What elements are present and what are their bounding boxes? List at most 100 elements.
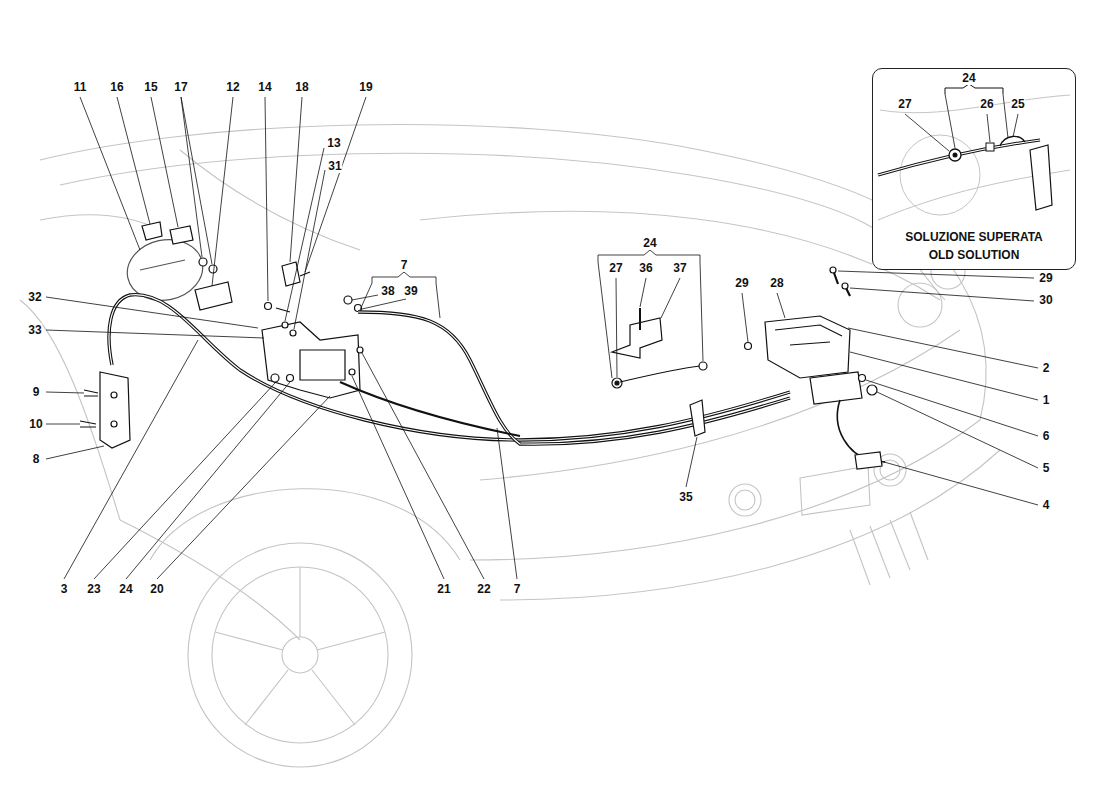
callout-number: 13 [326,136,341,150]
illustration-part [960,280,986,420]
illustration-part [46,297,258,328]
illustration-part [905,94,1018,151]
callout-number: 18 [294,80,309,94]
illustration-part [867,385,877,395]
illustration-part [64,340,198,579]
callout-number: 1 [1042,393,1051,407]
callout-number: 4 [1042,498,1051,512]
callout-number: 5 [1042,461,1051,475]
illustration-part [282,322,288,328]
illustration-part [126,382,290,579]
callout-number: 26 [979,97,994,111]
callout-number: 39 [403,284,418,298]
mechanism-parts [80,222,885,469]
illustration-part [360,283,440,318]
callout-number: 15 [143,80,158,94]
illustration-part [953,153,958,158]
illustration-part [212,567,388,743]
callout-number: 19 [358,80,373,94]
illustration-part [612,318,662,358]
callout-number: 24 [118,582,133,596]
callout-number: 29 [1038,271,1053,285]
illustration-part [800,466,870,515]
callout-number: 8 [32,452,41,466]
illustration-part [80,97,140,250]
callout-number: 25 [1010,97,1025,111]
illustration-part [842,283,848,289]
illustration-part [497,428,517,579]
inset-caption-line: OLD SOLUTION [873,245,1075,263]
illustration-part [215,567,385,725]
illustration-part [151,97,178,227]
illustration-part [612,378,622,388]
illustration-part [1030,145,1052,210]
illustration-part [100,372,130,448]
illustration-part [699,362,707,370]
callout-number: 7 [400,258,409,272]
callout-number: 30 [1038,293,1053,307]
illustration-part [729,484,761,516]
illustration-part [598,262,703,378]
illustration-part [195,282,232,310]
callout-number: 33 [27,323,42,337]
illustration-part [46,424,80,425]
illustration-part [372,272,436,283]
callout-number: 11 [73,80,88,94]
illustration-part [60,153,945,300]
illustration-part [109,295,790,440]
inset-ground [872,68,1076,270]
illustration-part [949,149,961,161]
inset-caption-text: OLD SOLUTION [927,248,1022,263]
illustration-part [117,97,150,224]
inset-caption-text: SOLUZIONE SUPERATA [903,230,1045,245]
illustration-part [615,381,619,385]
illustration-part [352,376,444,579]
illustration-part [810,372,862,404]
callout-number: 7 [513,582,522,596]
illustration-part [111,392,117,398]
callout-number: 3 [60,582,69,596]
illustration-part [46,446,104,459]
illustration-part [616,278,617,377]
illustration-part [290,97,302,262]
callout-number: 10 [28,417,43,431]
illustration-part [735,490,755,510]
illustration-part [349,369,355,375]
illustration-part [745,343,752,350]
illustration-part [109,295,790,440]
illustration-part [46,330,264,338]
illustration-part [775,325,842,345]
illustration-part [640,278,646,307]
illustration-part [357,347,363,353]
callout-number: 35 [678,490,693,504]
callout-number: 17 [173,80,188,94]
callout-number: 24 [961,71,976,85]
illustration-part [290,330,296,336]
callout-number: 36 [638,261,653,275]
callout-number: 14 [257,80,272,94]
car-outline [20,125,1000,767]
illustration-part [199,258,207,266]
illustration-part [690,400,705,436]
illustration-part [850,512,928,585]
callout-number: 31 [327,159,342,173]
callout-number: 2 [1042,361,1051,375]
callout-number: 23 [86,582,101,596]
callout-number: 16 [109,80,124,94]
illustration-part [188,543,412,767]
illustration-part [480,330,960,480]
illustration-part [877,392,1038,468]
illustration-part [46,392,84,393]
illustration-part [900,135,980,215]
illustration-part [140,260,185,270]
illustration-part [344,296,352,304]
illustration-part [282,637,318,673]
illustration-part [620,366,700,382]
illustration-part [352,295,378,300]
illustration-part [686,437,697,487]
illustration-part [262,322,360,398]
illustration-part [639,308,641,330]
illustration-part [661,278,680,318]
illustration-part [271,374,279,382]
